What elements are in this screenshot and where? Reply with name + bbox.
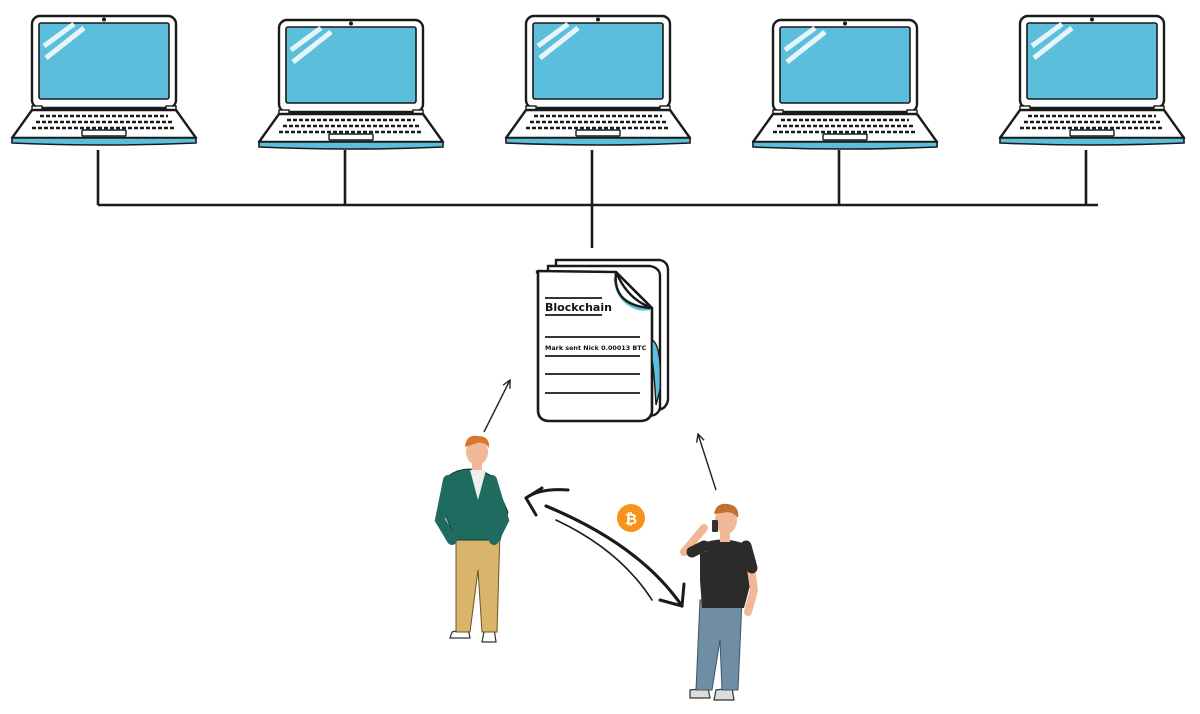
laptop-node-2 xyxy=(259,20,443,149)
laptop-node-5 xyxy=(1000,16,1184,145)
ledger-title: Blockchain xyxy=(545,301,612,314)
blockchain-ledger-document: Blockchain Mark sent Nick 0.00013 BTC xyxy=(535,258,670,423)
laptop-node-3 xyxy=(506,16,690,145)
ledger-transaction-entry: Mark sent Nick 0.00013 BTC xyxy=(545,344,647,352)
network-nodes xyxy=(12,16,1184,149)
network-bus xyxy=(96,150,1098,248)
person-standing-icon xyxy=(434,435,510,643)
laptop-node-4 xyxy=(753,20,937,149)
laptop-node-1 xyxy=(12,16,196,145)
receiver-to-ledger-arrow xyxy=(698,434,717,491)
sender-to-ledger-arrow xyxy=(483,380,510,433)
svg-text:₿: ₿ xyxy=(625,510,637,528)
bitcoin-coin-icon: ₿ xyxy=(617,504,645,532)
transfer-double-arrow xyxy=(524,486,686,608)
person-on-phone-icon xyxy=(680,503,759,701)
